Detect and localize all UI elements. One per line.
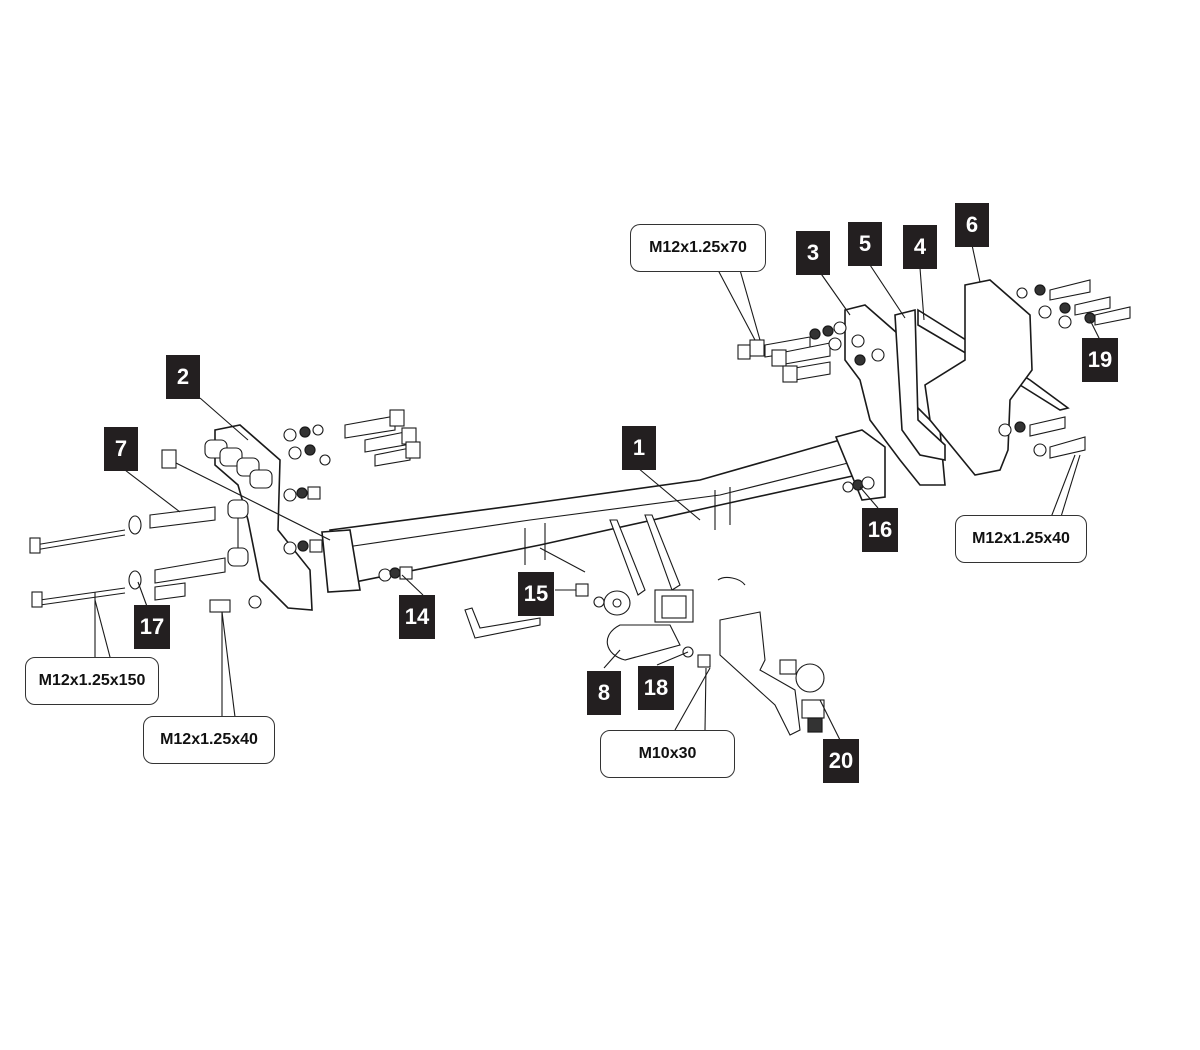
bolt-spec-m12x1.25x40-left: M12x1.25x40 [143,716,275,764]
part-tag-2: 2 [166,355,200,399]
part-tag-5: 5 [848,222,882,266]
left-bolts [29,449,331,613]
part-tag-17: 17 [134,605,170,649]
left-bracket-spacers [204,439,273,567]
right-bolts [737,279,1131,493]
part-tag-19: 19 [1082,338,1118,382]
part-tag-1: 1 [622,426,656,470]
part-tag-20: 20 [823,739,859,783]
left-end-plate [321,529,361,593]
bolt-spec-m12x1.25x70: M12x1.25x70 [630,224,766,272]
part-tag-6: 6 [955,203,989,247]
part-tag-18: 18 [638,666,674,710]
bolt-spec-m10x30: M10x30 [600,730,735,778]
part-tag-15: 15 [518,572,554,616]
part-tag-4: 4 [903,225,937,269]
right-plate-5 [894,308,946,461]
part-tag-3: 3 [796,231,830,275]
bolt-spec-m12x1.25x150: M12x1.25x150 [25,657,159,705]
part-tag-16: 16 [862,508,898,552]
receiver-assembly [464,514,825,736]
part-tag-8: 8 [587,671,621,715]
part-tag-14: 14 [399,595,435,639]
part-tag-7: 7 [104,427,138,471]
bolt-spec-m12x1.25x40-right: M12x1.25x40 [955,515,1087,563]
leader-lines [94,244,1101,741]
